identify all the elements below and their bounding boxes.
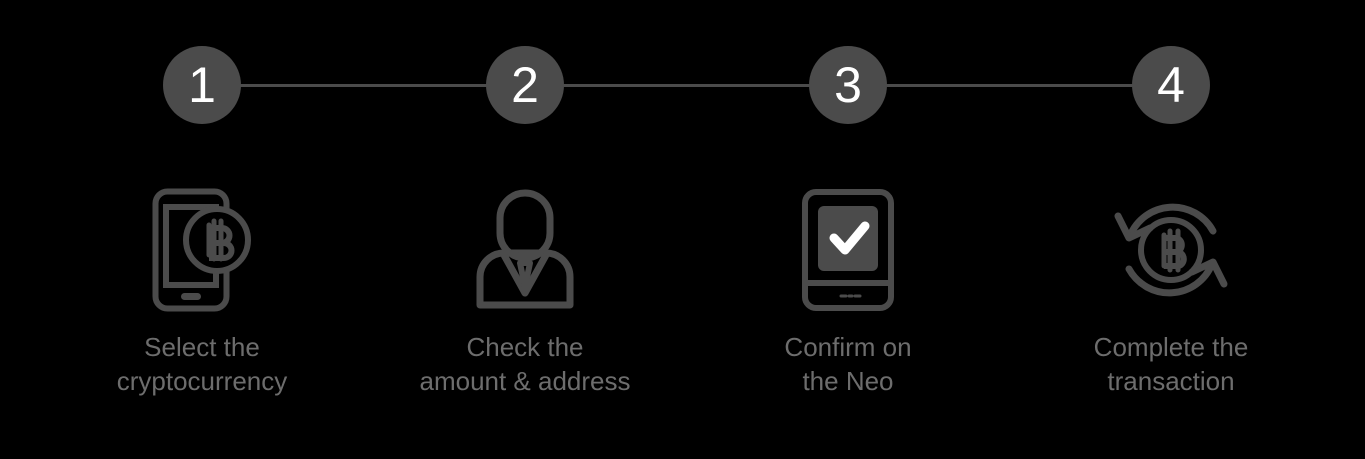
step-icon-1-container <box>52 185 352 315</box>
step-number-badge-4[interactable]: 4 <box>1132 46 1210 124</box>
stepper-step-4[interactable]: 4 Complete the transaction <box>1021 0 1321 459</box>
stepper-step-1[interactable]: 1 Select the cryptocurrency <box>52 0 352 459</box>
step-icon-4-container <box>1021 185 1321 315</box>
step-number-badge-3[interactable]: 3 <box>809 46 887 124</box>
step-caption-1: Select the cryptocurrency <box>116 332 288 396</box>
stepper-step-3[interactable]: 3 Confirm on the Neo <box>698 0 998 459</box>
stepper-step-2[interactable]: 2 Check the amount & address <box>375 0 675 459</box>
step-icon-3-container <box>698 185 998 315</box>
bitcoin-exchange-arrows-icon <box>1112 190 1230 310</box>
step-icon-2-container <box>375 185 675 315</box>
step-caption-2: Check the amount & address <box>419 332 631 396</box>
phone-bitcoin-icon <box>152 188 252 312</box>
person-suit-icon <box>473 189 577 311</box>
step-number-badge-2[interactable]: 2 <box>486 46 564 124</box>
step-caption-3: Confirm on the Neo <box>784 332 912 396</box>
hardware-wallet-check-icon <box>801 188 895 312</box>
stepper-connector-line <box>202 84 1171 87</box>
step-number-badge-1[interactable]: 1 <box>163 46 241 124</box>
step-caption-4: Complete the transaction <box>1093 332 1249 396</box>
